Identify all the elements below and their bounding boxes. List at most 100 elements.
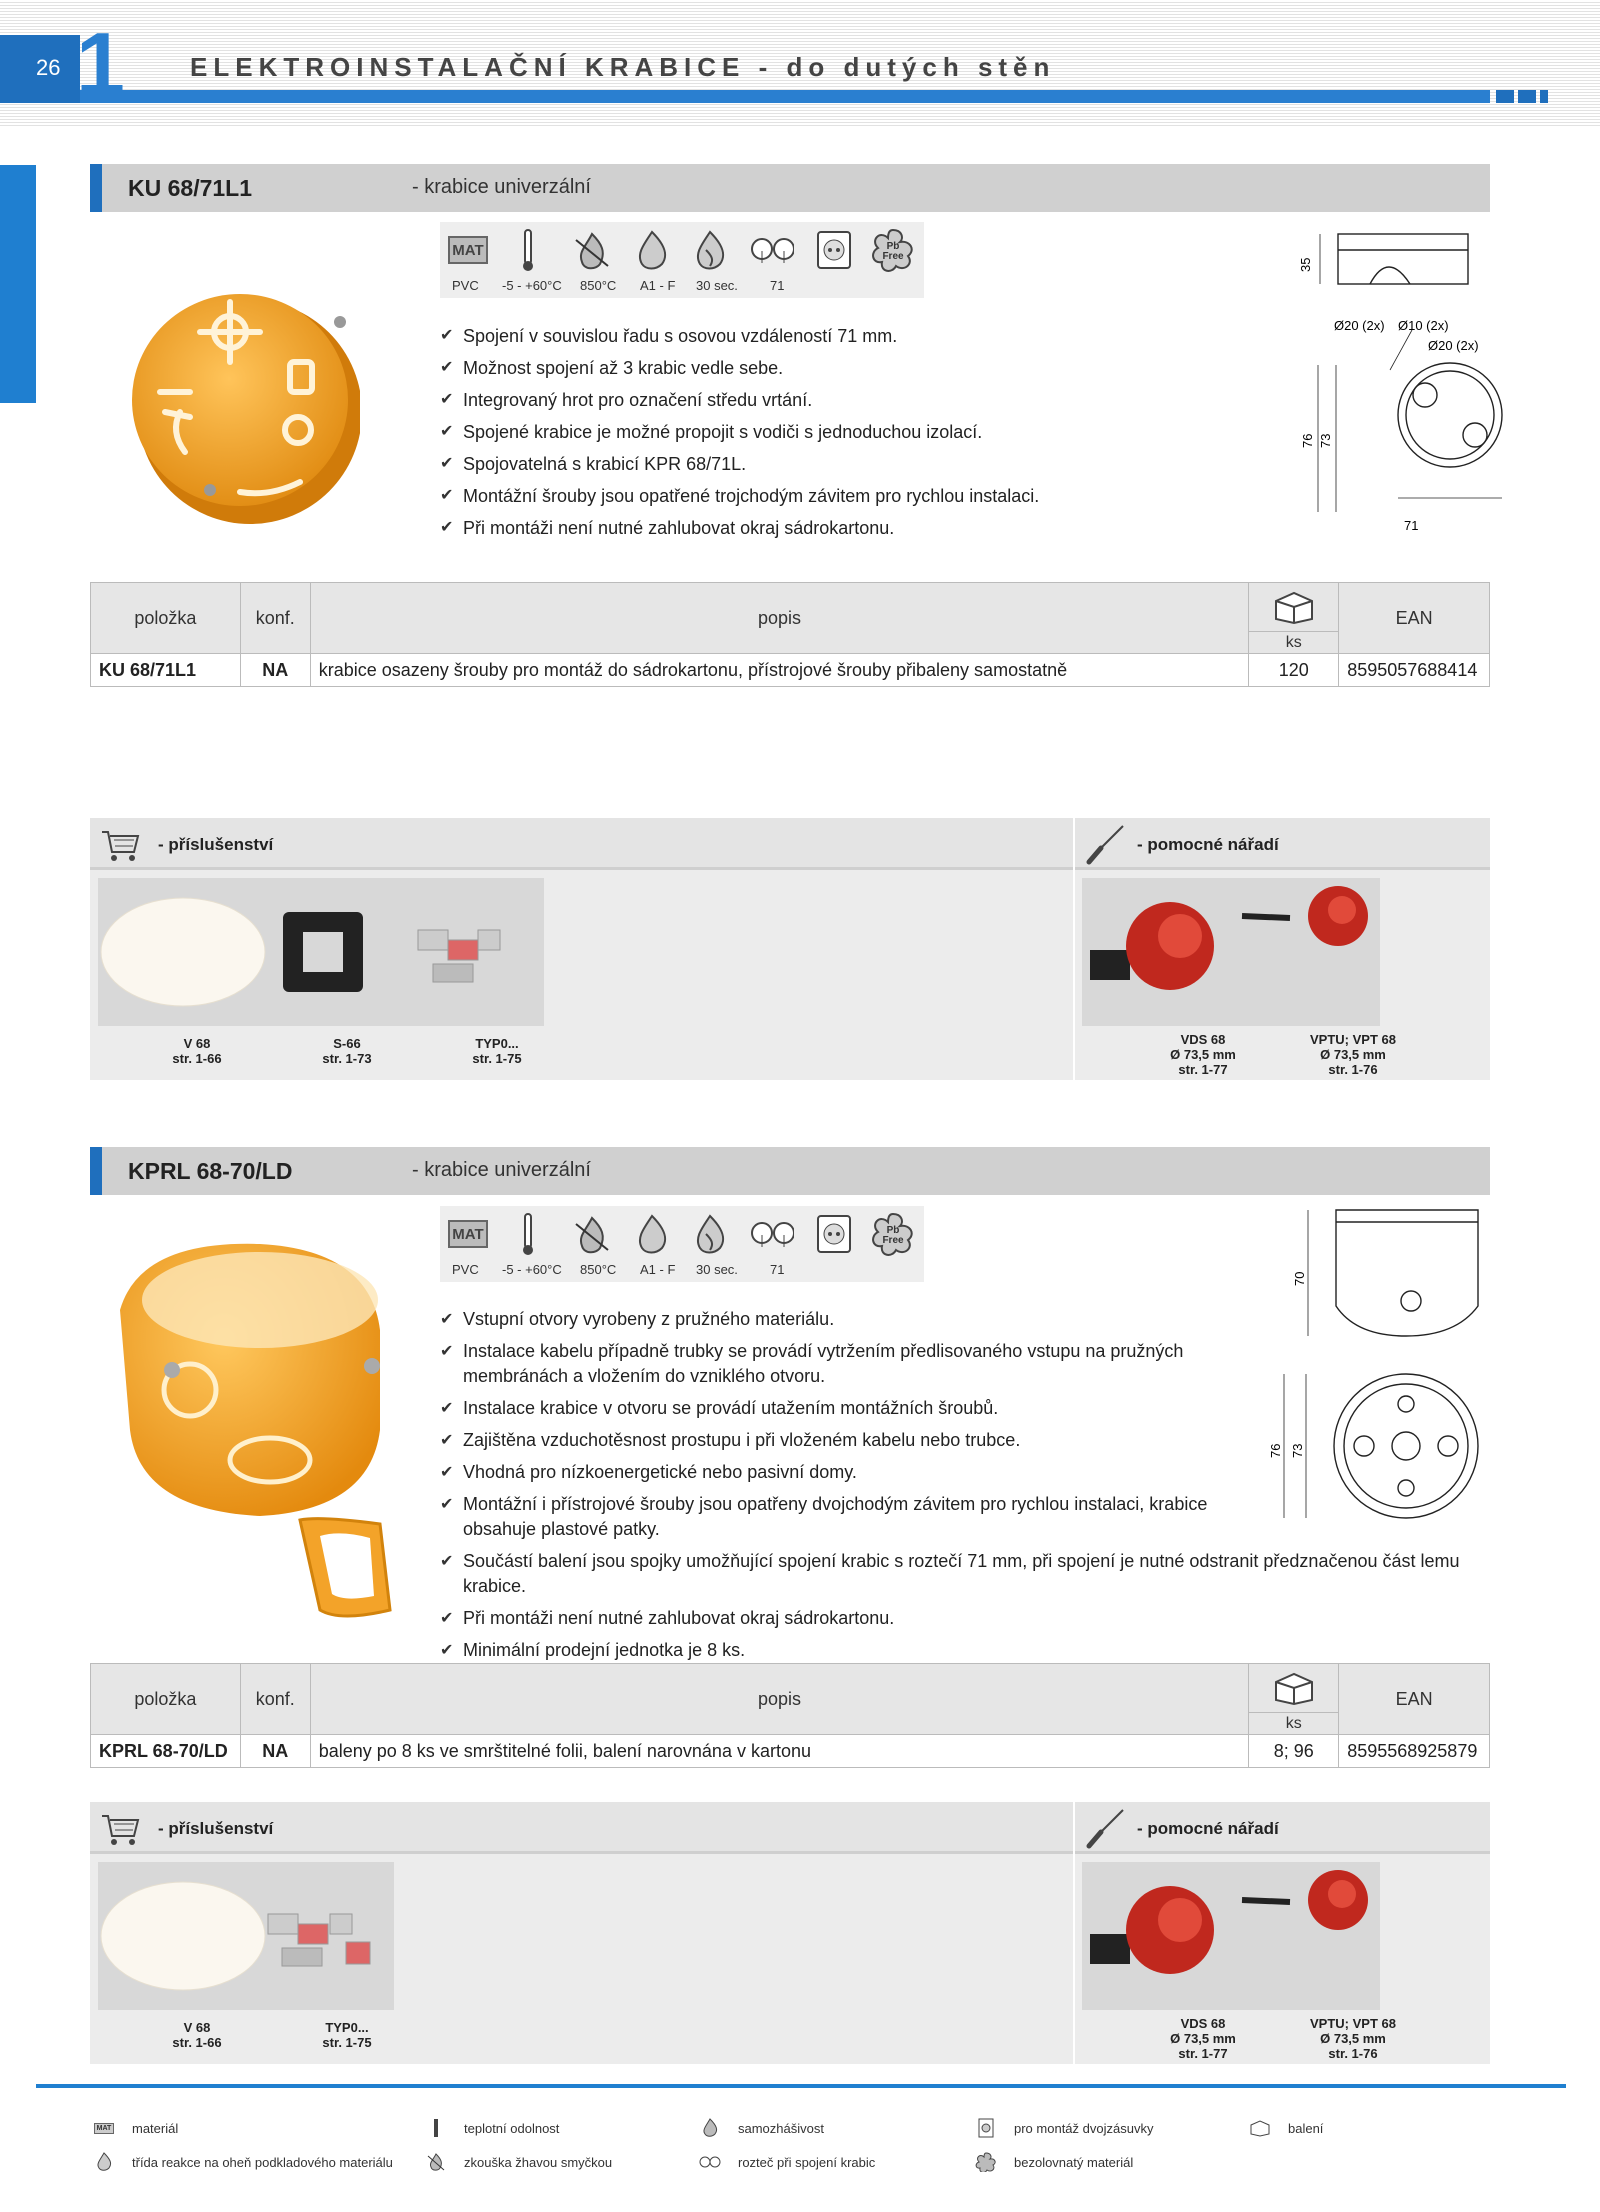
legend-item: rozteč při spojení krabic xyxy=(698,2152,875,2172)
svg-text:Ø20 (2x): Ø20 (2x) xyxy=(1428,338,1479,353)
table-row: KPRL 68-70/LD NA baleny po 8 ks ve smršt… xyxy=(91,1734,1489,1767)
feature-item: Spojení v souvislou řadu s osovou vzdále… xyxy=(440,320,1480,352)
col-conf: konf. xyxy=(240,583,311,653)
feature-item: Minimální prodejní jednotka je 8 ks. xyxy=(440,1638,1480,1663)
legend-item: bezolovnatý materiál xyxy=(974,2152,1133,2172)
feature-item: Zajištěna vzduchotěsnost prostupu i při … xyxy=(440,1428,1480,1453)
product-table: položka konf. popis ks EAN KU 68/71L1 NA… xyxy=(90,582,1490,687)
feature-item: Instalace kabelu případně trubky se prov… xyxy=(440,1339,1220,1389)
col-item: položka xyxy=(91,583,241,653)
accessory-caption: TYP0...str. 1-75 xyxy=(322,2020,372,2050)
screwdriver-icon xyxy=(1086,1809,1124,1849)
product-desc: - krabice univerzální xyxy=(412,1159,591,1181)
feature-item: Spojené krabice je možné propojit s vodi… xyxy=(440,416,1480,448)
feature-list: Vstupní otvory vyrobeny z pružného mater… xyxy=(440,1307,1480,1670)
legend-item: balení xyxy=(1248,2118,1323,2138)
page-number: 26 xyxy=(36,55,61,80)
accessory-caption: TYP0...str. 1-75 xyxy=(472,1036,522,1066)
material-icon: MAT xyxy=(446,228,490,272)
screwdriver-icon xyxy=(1086,825,1124,865)
material-icon: MAT xyxy=(446,1212,490,1256)
glow-wire-icon xyxy=(424,2152,448,2172)
flame-reaction-icon xyxy=(92,2152,116,2172)
svg-text:73: 73 xyxy=(1290,1444,1305,1458)
header-square xyxy=(1540,90,1548,103)
product-table: položka konf. popis ks EAN KPRL 68-70/LD… xyxy=(90,1663,1490,1768)
glow-wire-icon xyxy=(570,1212,614,1256)
svg-text:Pb: Pb xyxy=(887,1225,900,1236)
col-item: položka xyxy=(91,1664,241,1734)
product-heading: KPRL 68-70/LD - krabice univerzální xyxy=(90,1147,1490,1195)
feature-list: Spojení v souvislou řadu s osovou vzdále… xyxy=(440,320,1480,544)
cart-icon xyxy=(102,831,140,861)
svg-text:Ø20 (2x): Ø20 (2x) xyxy=(1334,318,1385,333)
col-ean: EAN xyxy=(1339,583,1489,653)
svg-text:76: 76 xyxy=(1268,1444,1283,1458)
col-ks: ks xyxy=(1249,1664,1340,1734)
flame-reaction-icon xyxy=(630,1212,674,1256)
product-code: KU 68/71L1 xyxy=(128,175,253,201)
thermometer-icon xyxy=(424,2118,448,2138)
packaging-icon xyxy=(1274,1672,1313,1706)
feature-item: Integrovaný hrot pro označení středu vrt… xyxy=(440,384,1480,416)
spacing-icon xyxy=(750,1212,794,1256)
col-ean: EAN xyxy=(1339,1664,1489,1734)
packaging-icon xyxy=(1274,591,1313,625)
self-extinguish-icon xyxy=(688,228,732,272)
thermometer-icon xyxy=(506,228,550,272)
feature-item: Montážní šrouby jsou opatřené trojchodým… xyxy=(440,480,1480,512)
glow-wire-icon xyxy=(570,228,614,272)
self-extinguish-icon xyxy=(698,2118,722,2138)
legend-item: samozhášivost xyxy=(698,2118,824,2138)
svg-text:73: 73 xyxy=(1318,434,1333,448)
product-photo xyxy=(120,1243,392,1618)
technical-drawing: 70 76 73 xyxy=(1268,1209,1479,1519)
table-row: KU 68/71L1 NA krabice osazeny šrouby pro… xyxy=(91,653,1489,686)
feature-item: Spojovatelná s krabicí KPR 68/71L. xyxy=(440,448,1480,480)
double-socket-icon xyxy=(974,2118,998,2138)
footer-line xyxy=(36,2084,1566,2088)
spacing-icon xyxy=(750,228,794,272)
self-extinguish-icon xyxy=(688,1212,732,1256)
product-heading: KU 68/71L1 - krabice univerzální xyxy=(90,164,1490,212)
legend-item: MAT materiál xyxy=(92,2118,178,2138)
cart-icon xyxy=(102,1815,140,1845)
spacing-icon xyxy=(698,2152,722,2172)
svg-text:76: 76 xyxy=(1300,434,1315,448)
accessories-photo xyxy=(98,1862,394,2010)
svg-text:35: 35 xyxy=(1298,258,1313,272)
legend-item: zkouška žhavou smyčkou xyxy=(424,2152,612,2172)
feature-item: Montážní i přístrojové šrouby jsou opatř… xyxy=(440,1492,1250,1542)
tools-photo xyxy=(1082,1862,1380,2010)
svg-text:Free: Free xyxy=(882,251,904,262)
feature-item: Možnost spojení až 3 krabic vedle sebe. xyxy=(440,352,1480,384)
accessories-photo xyxy=(98,878,544,1026)
feature-item: Při montáži není nutné zahlubovat okraj … xyxy=(440,512,1480,544)
col-ks: ks xyxy=(1249,583,1340,653)
header-square xyxy=(1518,90,1536,103)
svg-text:70: 70 xyxy=(1292,1272,1307,1286)
legend-item: třída reakce na oheň podkladového materi… xyxy=(92,2152,393,2172)
col-conf: konf. xyxy=(240,1664,311,1734)
product-photo xyxy=(132,294,360,524)
lead-free-icon xyxy=(974,2152,998,2172)
header-square xyxy=(1496,90,1514,103)
feature-item: Vstupní otvory vyrobeny z pružného mater… xyxy=(440,1307,1480,1332)
svg-text:Ø10 (2x): Ø10 (2x) xyxy=(1398,318,1449,333)
packaging-icon xyxy=(1248,2118,1272,2138)
double-socket-icon xyxy=(812,1212,856,1256)
legend-item: teplotní odolnost xyxy=(424,2118,559,2138)
feature-item: Instalace krabice v otvoru se provádí ut… xyxy=(440,1396,1480,1421)
legend-item: pro montáž dvojzásuvky xyxy=(974,2118,1153,2138)
header-stripes xyxy=(0,0,1600,128)
svg-text:Free: Free xyxy=(882,1235,904,1246)
